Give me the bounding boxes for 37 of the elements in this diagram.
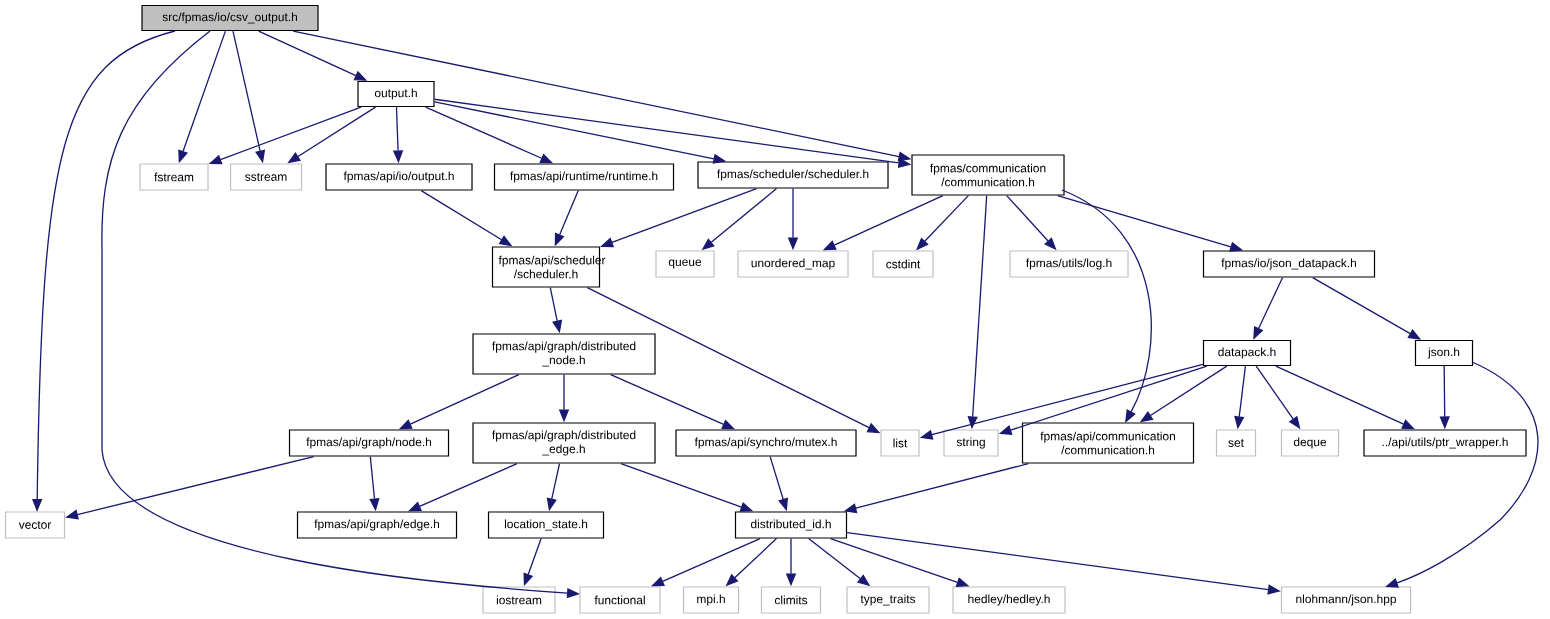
- header-box: vector: [4, 511, 66, 539]
- header-box: set: [1215, 429, 1257, 457]
- header-box: fpmas/scheduler/scheduler.h: [697, 161, 889, 189]
- header-box: cstdint: [872, 250, 934, 278]
- header-box: fpmas/api/graph/edge.h: [296, 511, 458, 539]
- header-box: fpmas/api/graph/distributed _node.h: [472, 333, 656, 375]
- header-box: sstream: [229, 163, 303, 191]
- header-box: queue: [655, 250, 715, 278]
- header-box: hedley/hedley.h: [952, 586, 1066, 614]
- header-box: string: [943, 429, 999, 457]
- header-box: mpi.h: [682, 586, 740, 614]
- header-box: fpmas/api/graph/distributed _edge.h: [472, 422, 656, 464]
- header-box: fpmas/api/communication /communication.h: [1021, 422, 1195, 464]
- header-box: fpmas/api/synchro/mutex.h: [675, 429, 857, 457]
- header-box: type_traits: [846, 586, 930, 614]
- header-box: functional: [579, 586, 661, 614]
- header-box: datapack.h: [1202, 339, 1292, 367]
- header-box: json.h: [1414, 339, 1474, 367]
- arrow: [1061, 189, 1152, 423]
- header-box: iostream: [482, 586, 556, 614]
- header-box: list: [880, 429, 920, 457]
- header-box: fpmas/communication /communication.h: [911, 154, 1065, 196]
- header-box: unordered_map: [737, 250, 849, 278]
- header-box: fpmas/io/json_datapack.h: [1202, 250, 1376, 278]
- header-box: src/fpmas/io/csv_output.h: [141, 4, 319, 32]
- header-box: fpmas/api/graph/node.h: [288, 429, 450, 457]
- header-box: distributed_id.h: [734, 511, 848, 539]
- header-box: fpmas/api/io/output.h: [325, 163, 473, 191]
- header-box: output.h: [357, 80, 435, 108]
- header-box: location_state.h: [487, 511, 605, 539]
- header-box: nlohmann/json.hpp: [1280, 586, 1412, 614]
- header-box: climits: [760, 586, 822, 614]
- header-box: ../api/utils/ptr_wrapper.h: [1363, 429, 1527, 457]
- header-box: fpmas/api/runtime/runtime.h: [493, 163, 675, 191]
- header-box: deque: [1280, 429, 1340, 457]
- header-box: fpmas/utils/log.h: [1009, 250, 1129, 278]
- header-box: fstream: [139, 163, 209, 191]
